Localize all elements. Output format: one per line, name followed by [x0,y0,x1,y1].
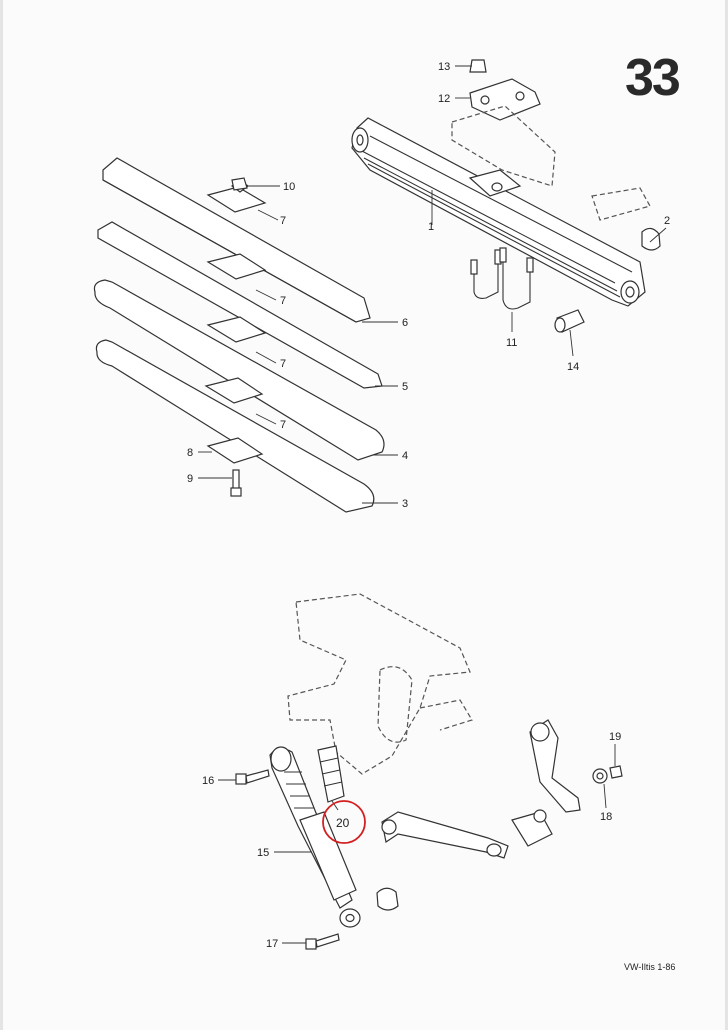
callout-7b: 7 [280,295,286,307]
callout-16: 16 [202,775,214,787]
highlight-ring [322,800,366,844]
callout-18: 18 [600,811,612,823]
shock-absorber-assembly [235,593,623,950]
callout-3: 3 [402,498,408,510]
leader-lines [198,65,667,944]
callout-10: 10 [283,181,295,193]
callout-7c: 7 [280,358,286,370]
page-edge-left [0,0,3,1030]
callout-6: 6 [402,317,408,329]
callout-9: 9 [187,473,193,485]
footer-model-code: VW-Iltis 1-86 [624,962,676,972]
callout-7d: 7 [280,419,286,431]
callout-2: 2 [664,215,670,227]
callout-19: 19 [609,731,621,743]
callout-12: 12 [438,93,450,105]
callout-17: 17 [266,938,278,950]
callout-13: 13 [438,61,450,73]
spring-leaves-exploded [93,157,385,513]
page-number: 33 [625,49,681,107]
callout-labels: 1 2 3 4 5 6 7 7 7 7 8 9 10 11 12 13 14 1… [187,61,670,950]
callout-4: 4 [402,450,408,462]
leaf-spring-assembly [351,59,661,333]
callout-14: 14 [567,361,579,373]
callout-11: 11 [506,337,517,349]
callout-8: 8 [187,447,193,459]
callout-15: 15 [257,847,269,859]
callout-5: 5 [402,381,408,393]
callout-20: 20 [336,816,350,830]
page-edge-right [725,0,728,1030]
callout-7a: 7 [280,215,286,227]
callout-1: 1 [428,221,434,233]
highlighted-callout-20[interactable]: 20 [322,800,366,844]
